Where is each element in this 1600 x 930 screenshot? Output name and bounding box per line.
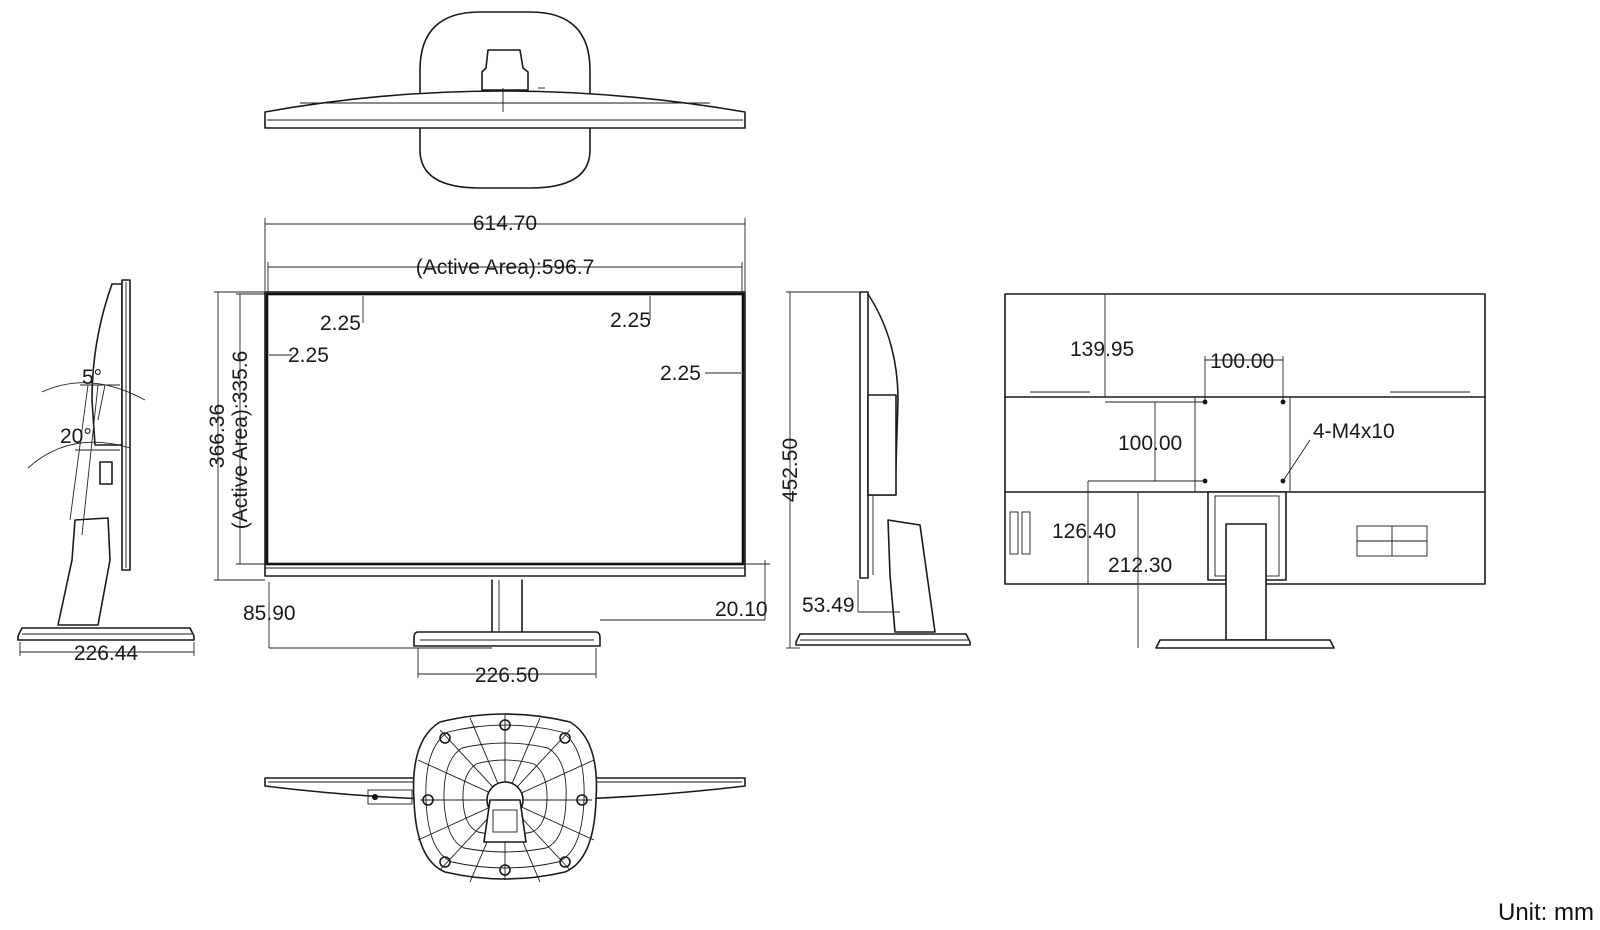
stand-right-offset-label: 20.10 — [715, 598, 768, 621]
overall-height-label: 366.36 — [206, 404, 229, 468]
tilt-back-label: 20° — [60, 425, 92, 448]
bezel-right-label: 2.25 — [660, 362, 701, 385]
dimension-labels: 614.70 (Active Area):596.7 2.25 2.25 2.2… — [60, 212, 1395, 687]
top-view — [264, 11, 746, 189]
vesa-offset-x-label: 139.95 — [1070, 338, 1134, 361]
overall-width-label: 614.70 — [473, 212, 537, 235]
active-height-label: (Active Area):335.6 — [229, 351, 252, 530]
right-side-view — [786, 291, 971, 649]
active-width-label: (Active Area):596.7 — [416, 256, 595, 279]
total-height-label: 452.50 — [779, 438, 802, 502]
vesa-spacing-h-label: 100.00 — [1210, 350, 1274, 373]
unit-label: Unit: mm — [1498, 899, 1594, 926]
vesa-center-label: 212.30 — [1108, 554, 1172, 577]
screw-spec-label: 4-M4x10 — [1313, 420, 1395, 443]
bezel-top-left-label: 2.25 — [320, 312, 361, 335]
vesa-height-label: 126.40 — [1052, 520, 1116, 543]
neck-depth-label: 53.49 — [802, 594, 855, 617]
vesa-spacing-v-label: 100.00 — [1118, 432, 1182, 455]
tilt-forward-label: 5° — [82, 366, 102, 389]
bezel-top-right-label: 2.25 — [610, 309, 651, 332]
left-side-view — [17, 279, 195, 656]
stand-left-offset-label: 85.90 — [243, 602, 296, 625]
left-base-depth-label: 226.44 — [74, 642, 139, 665]
front-view — [214, 218, 770, 678]
bottom-view — [264, 713, 746, 883]
base-width-label: 226.50 — [475, 664, 539, 687]
bezel-left-label: 2.25 — [288, 344, 329, 367]
rear-view — [1004, 293, 1486, 649]
